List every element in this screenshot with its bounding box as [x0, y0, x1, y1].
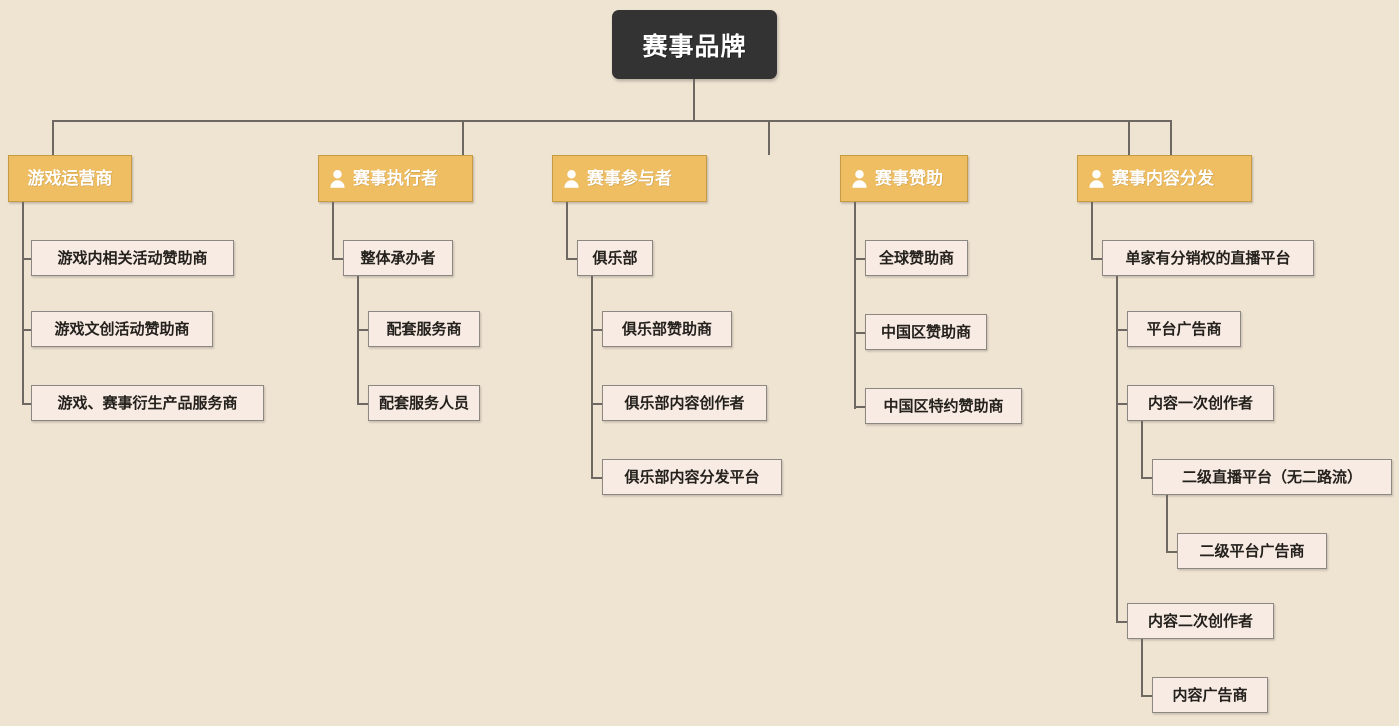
leaf-label: 俱乐部 [592, 249, 638, 267]
leaf-node[interactable]: 内容二次创作者 [1127, 603, 1274, 639]
connector-stub-1-0-0 [357, 329, 369, 331]
leaf-node[interactable]: 全球赞助商 [865, 240, 968, 276]
connector-stub-4-0 [1091, 258, 1103, 260]
leaf-label: 整体承办者 [360, 249, 436, 267]
connector-trunk-4-0-2 [1141, 639, 1143, 696]
leaf-node[interactable]: 内容一次创作者 [1127, 385, 1274, 421]
branch-header-event-sponsorship[interactable]: 赛事赞助 [840, 155, 968, 202]
connector-stub-4-0-1 [1116, 403, 1128, 405]
connector-trunk-2-0 [591, 276, 593, 479]
leaf-node[interactable]: 俱乐部 [577, 240, 653, 276]
leaf-node[interactable]: 俱乐部内容创作者 [602, 385, 767, 421]
connector-stub-4-0-2-0 [1141, 695, 1153, 697]
leaf-node[interactable]: 游戏、赛事衍生产品服务商 [31, 385, 264, 421]
leaf-label: 游戏文创活动赞助商 [54, 320, 190, 338]
leaf-node[interactable]: 配套服务商 [368, 311, 480, 347]
connector-stub-2-0 [566, 258, 578, 260]
connector-branch-drop-1 [462, 120, 464, 155]
branch-label-1: 赛事执行者 [353, 168, 438, 188]
leaf-label: 平台广告商 [1146, 320, 1222, 338]
person-icon [330, 170, 345, 188]
connector-stub-4-0-1-0-0 [1166, 551, 1178, 553]
leaf-node[interactable]: 单家有分销权的直播平台 [1102, 240, 1314, 276]
connector-stub-2-0-0 [591, 329, 603, 331]
leaf-node[interactable]: 平台广告商 [1127, 311, 1241, 347]
leaf-label: 中国区赞助商 [880, 323, 971, 341]
connector-stub-3-0 [854, 258, 866, 260]
person-icon [1089, 170, 1104, 188]
branch-header-content-distribution[interactable]: 赛事内容分发 [1077, 155, 1252, 202]
connector-trunk-2 [566, 202, 568, 260]
leaf-node[interactable]: 二级直播平台（无二路流） [1152, 459, 1392, 495]
connector-stub-1-0-1 [357, 403, 369, 405]
branch-label-0: 游戏运营商 [27, 168, 113, 188]
connector-stub-2-0-2 [591, 477, 603, 479]
branch-label-4: 赛事内容分发 [1112, 168, 1214, 188]
connector-stub-4-0-1-0 [1141, 477, 1153, 479]
leaf-label: 内容二次创作者 [1147, 612, 1253, 630]
connector-trunk-4 [1091, 202, 1093, 260]
branch-header-event-participant[interactable]: 赛事参与者 [552, 155, 707, 202]
leaf-label: 内容广告商 [1172, 686, 1248, 704]
connector-root-stem [693, 79, 695, 121]
branch-label-2: 赛事参与者 [587, 168, 672, 188]
leaf-label: 单家有分销权的直播平台 [1125, 249, 1291, 267]
leaf-label: 配套服务人员 [379, 394, 470, 412]
leaf-label: 俱乐部内容分发平台 [624, 468, 760, 486]
connector-trunk-4-0-1-0 [1166, 495, 1168, 552]
connector-stub-0-1 [22, 329, 32, 331]
leaf-label: 游戏内相关活动赞助商 [57, 249, 208, 267]
leaf-label: 俱乐部赞助商 [621, 320, 712, 338]
connector-trunk-0 [22, 202, 24, 404]
branch-header-event-executor[interactable]: 赛事执行者 [318, 155, 473, 202]
connector-root-bus [52, 120, 1170, 122]
connector-branch-drop-0 [52, 120, 54, 155]
leaf-label: 配套服务商 [386, 320, 462, 338]
connector-stub-3-1 [854, 332, 866, 334]
leaf-node[interactable]: 俱乐部内容分发平台 [602, 459, 782, 495]
root-node-label: 赛事品牌 [642, 32, 747, 61]
connector-trunk-1 [332, 202, 334, 260]
connector-trunk-4-0-1 [1141, 421, 1143, 478]
person-icon [564, 170, 579, 188]
leaf-node[interactable]: 游戏文创活动赞助商 [31, 311, 213, 347]
leaf-label: 游戏、赛事衍生产品服务商 [57, 394, 238, 412]
connector-stub-2-0-1 [591, 403, 603, 405]
leaf-node[interactable]: 内容广告商 [1152, 677, 1268, 713]
connector-stub-4-0-2 [1116, 621, 1128, 623]
branch-header-game-operator[interactable]: 游戏运营商 [8, 155, 132, 202]
connector-trunk-3 [854, 202, 856, 409]
leaf-label: 二级直播平台（无二路流） [1181, 468, 1362, 486]
leaf-node[interactable]: 中国区特约赞助商 [865, 388, 1022, 424]
connector-stub-0-2 [22, 403, 32, 405]
connector-stub-1-0 [332, 258, 344, 260]
leaf-node[interactable]: 中国区赞助商 [865, 314, 987, 350]
leaf-node[interactable]: 配套服务人员 [368, 385, 480, 421]
leaf-node[interactable]: 游戏内相关活动赞助商 [31, 240, 234, 276]
connector-branch-drop-4 [1170, 120, 1172, 155]
leaf-label: 二级平台广告商 [1199, 542, 1305, 560]
leaf-label: 全球赞助商 [878, 249, 954, 267]
leaf-label: 内容一次创作者 [1147, 394, 1253, 412]
connector-stub-0-0 [22, 258, 32, 260]
person-icon [852, 170, 867, 188]
leaf-node[interactable]: 二级平台广告商 [1177, 533, 1327, 569]
leaf-node[interactable]: 整体承办者 [343, 240, 453, 276]
leaf-label: 俱乐部内容创作者 [624, 394, 745, 412]
connector-trunk-4-0 [1116, 276, 1118, 623]
connector-branch-drop-2 [768, 120, 770, 155]
root-node[interactable]: 赛事品牌 [612, 10, 777, 79]
connector-trunk-1-0 [357, 276, 359, 405]
connector-stub-3-2 [854, 406, 866, 408]
connector-stub-4-0-0 [1116, 329, 1128, 331]
branch-label-3: 赛事赞助 [875, 168, 943, 188]
leaf-label: 中国区特约赞助商 [883, 397, 1004, 415]
connector-branch-drop-3 [1128, 120, 1130, 155]
leaf-node[interactable]: 俱乐部赞助商 [602, 311, 732, 347]
